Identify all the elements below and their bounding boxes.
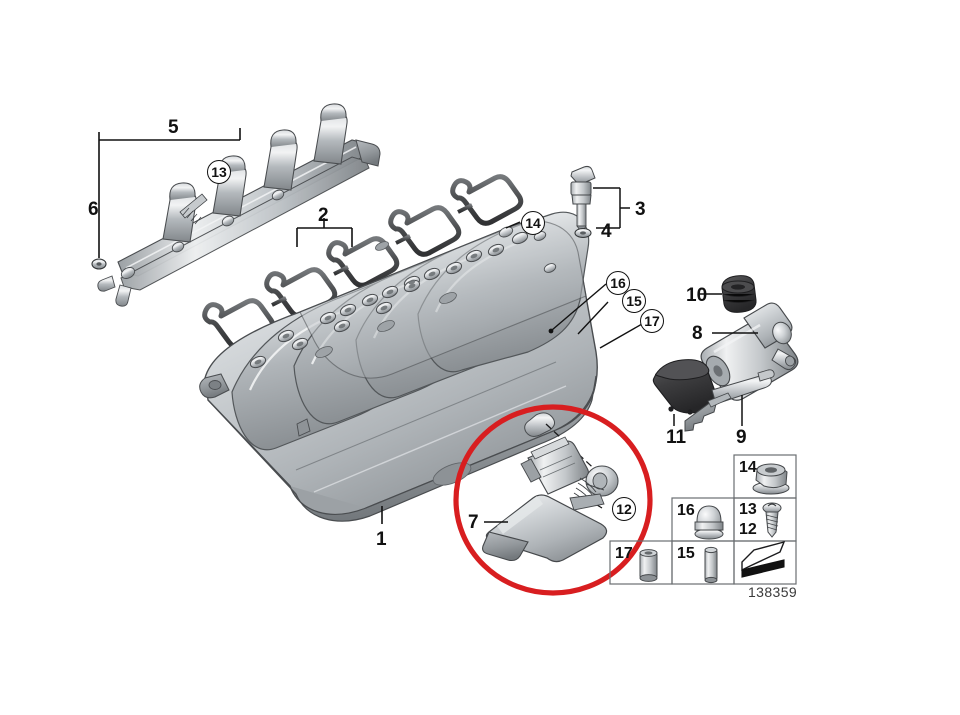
- part-3-temperature-sensor: [570, 165, 596, 234]
- spacer-sleeve-icon: [639, 549, 658, 582]
- legend-label-12: 12: [739, 521, 757, 538]
- leader-bracket-5-6: [98, 128, 241, 258]
- legend-label-17: 17: [615, 545, 633, 562]
- callout-13: 13: [207, 160, 231, 184]
- callout-14: 14: [521, 211, 545, 235]
- callout-10: 10: [686, 285, 708, 306]
- leader-bracket-3-4: [593, 187, 630, 229]
- part-7-actuator-assembly: [482, 423, 619, 563]
- callout-11: 11: [666, 427, 687, 448]
- highlight-circle: [453, 404, 653, 596]
- legend-grid: [609, 454, 797, 585]
- callout-3: 3: [635, 199, 646, 220]
- legend-label-15: 15: [677, 545, 695, 562]
- legend-label-14: 14: [739, 459, 757, 476]
- callout-5: 5: [168, 117, 179, 138]
- part-11-protective-cap: [652, 359, 718, 415]
- callout-15: 15: [622, 289, 646, 313]
- callout-12: 12: [612, 497, 636, 521]
- callout-7: 7: [468, 512, 479, 533]
- leaders-16-15-17: [548, 283, 643, 349]
- legend-label-13: 13: [739, 501, 757, 518]
- part-4-sealing-ring: [574, 227, 592, 239]
- part-6-washer: [91, 258, 107, 270]
- self-tapping-screw-icon: [762, 502, 782, 538]
- callout-9: 9: [736, 427, 747, 448]
- part-10-grommet: [721, 275, 757, 313]
- callout-8: 8: [692, 323, 703, 344]
- callout-2: 2: [318, 205, 329, 226]
- part-2-gasket-set: [202, 174, 524, 350]
- callout-6: 6: [88, 199, 99, 220]
- dowel-pin-icon: [704, 546, 718, 584]
- callout-1: 1: [376, 529, 387, 550]
- leader-bracket-2: [296, 218, 353, 247]
- legend-label-16: 16: [677, 502, 695, 519]
- hex-flange-nut-icon: [752, 463, 790, 495]
- part-8-adjusting-unit: [700, 302, 799, 401]
- part-13-screw-on-rail: [179, 193, 208, 225]
- part-9-lever: [684, 369, 775, 432]
- callout-17: 17: [640, 309, 664, 333]
- arrow-direction-icon: [741, 540, 786, 578]
- diagram-id-number: 138359: [748, 584, 798, 600]
- leader-14: [505, 221, 521, 229]
- part-1-intake-manifold: [199, 211, 598, 522]
- cap-nut-icon: [694, 505, 724, 540]
- callout-4: 4: [601, 221, 612, 242]
- part-5-coolant-rail: [97, 103, 381, 307]
